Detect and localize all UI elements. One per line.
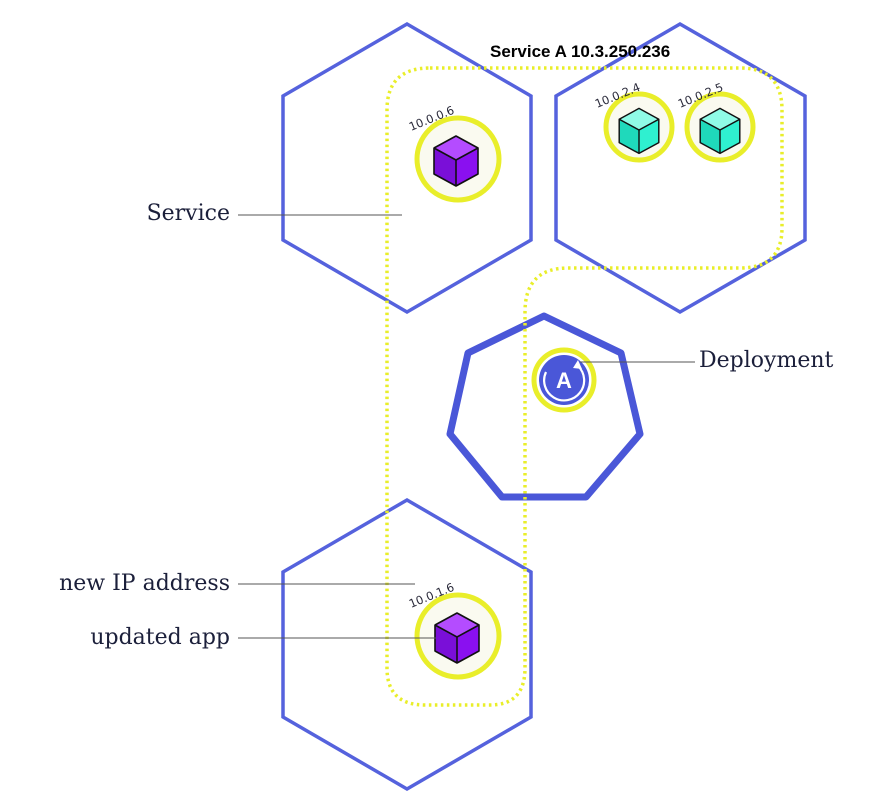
service-title: Service A 10.3.250.236 [490,42,670,61]
new-ip-callout: new IP address [59,571,230,596]
cube-icon [433,135,479,187]
deployment-letter: A [556,368,572,393]
updated-app-callout: updated app [90,625,230,650]
cube-icon [434,612,480,664]
deployment-callout: Deployment [699,348,834,373]
node-hexagon-bottom [281,497,533,792]
service-boundary [385,66,784,707]
cube-icon [699,107,741,155]
service-callout: Service [147,201,230,226]
pod-10-0-0-6: 10.0.0.6 [407,103,502,203]
node-hexagon-top-right [554,21,807,315]
pod-10-0-1-6: 10.0.1.6 [407,580,502,680]
pod-10-0-2-4: 10.0.2.4 [593,80,675,163]
pod-10-0-2-5: 10.0.2.5 [676,80,756,163]
deployment-icon: A [531,347,597,413]
cube-icon [618,107,660,155]
deployment-heptagon [446,312,644,501]
node-hexagon-top-left [281,21,533,315]
